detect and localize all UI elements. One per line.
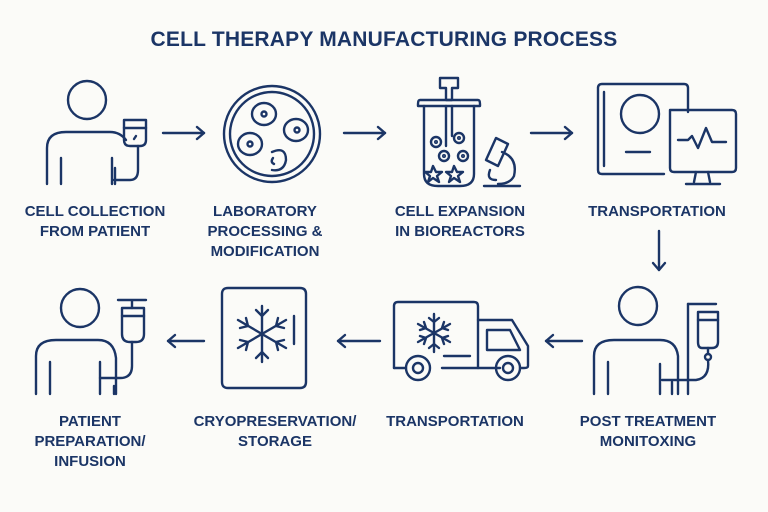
arrow-right-icon xyxy=(342,125,387,141)
arrow-left-icon xyxy=(166,333,206,349)
step-label-post-treatment: POST TREATMENT MONITOXING xyxy=(579,413,717,450)
petri-dish-cells-icon xyxy=(222,84,322,184)
step-label-laboratory-processing: LABORATORY PROCESSING & MODIFICATION xyxy=(207,203,323,260)
patient-with-iv-drip-icon xyxy=(592,285,720,396)
arrow-down-icon xyxy=(651,229,667,272)
bioreactor-microscope-icon xyxy=(416,76,522,188)
patient-record-monitor-icon xyxy=(596,82,738,186)
freezer-snowflake-icon xyxy=(220,286,308,390)
step-label-cell-collection: CELL COLLECTION FROM PATIENT xyxy=(24,203,166,240)
patient-with-collection-bag-icon xyxy=(45,79,148,186)
arrow-right-icon xyxy=(529,125,574,141)
step-label-cryopreservation: CRYOPRESERVATION/ STORAGE xyxy=(193,413,357,450)
step-label-transportation-2: TRANSPORTATION xyxy=(386,413,524,430)
refrigerated-truck-icon xyxy=(392,300,530,382)
step-label-transportation-1: TRANSPORTATION xyxy=(588,203,726,220)
arrow-left-icon xyxy=(336,333,382,349)
patient-infusion-icon xyxy=(34,287,148,396)
step-label-patient-infusion: PATIENT PREPARATION/ INFUSION xyxy=(34,413,146,470)
arrow-left-icon xyxy=(544,333,584,349)
step-label-cell-expansion: CELL EXPANSION IN BIOREACTORS xyxy=(394,203,526,240)
diagram-title: CELL THERAPY MANUFACTURING PROCESS xyxy=(150,28,618,51)
arrow-right-icon xyxy=(161,125,206,141)
